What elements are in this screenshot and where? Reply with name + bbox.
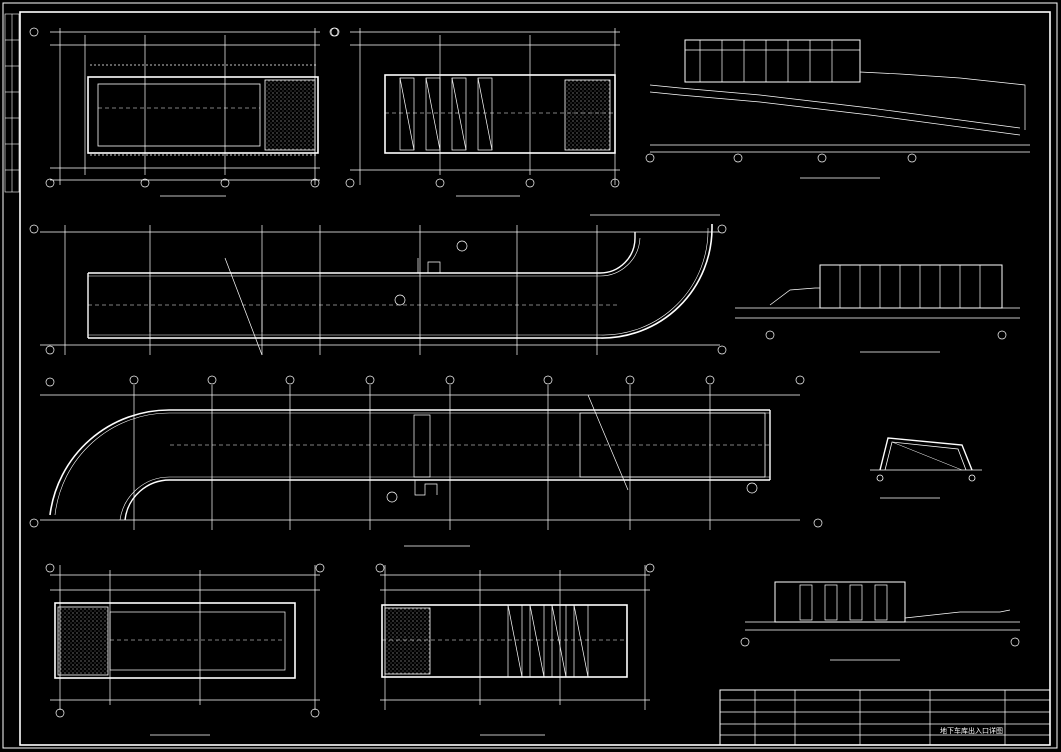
ramp-plan-lower (29, 375, 823, 547)
plan-detail-top-middle (330, 27, 620, 197)
title-block (719, 689, 1051, 746)
plan-detail-bottom-middle (375, 563, 655, 736)
canopy-section-detail (870, 437, 982, 499)
elevation-detail-bottom-right (740, 581, 1020, 661)
binding-strip (4, 13, 20, 193)
plan-detail-bottom-left (45, 563, 325, 736)
plan-detail-top-left (29, 27, 339, 197)
ramp-plan-upper (29, 214, 727, 356)
section-detail-top-right (645, 39, 1030, 179)
drawing-title: 地下车库出入口详图 (940, 726, 1003, 735)
elevation-detail-right-middle (735, 264, 1020, 353)
